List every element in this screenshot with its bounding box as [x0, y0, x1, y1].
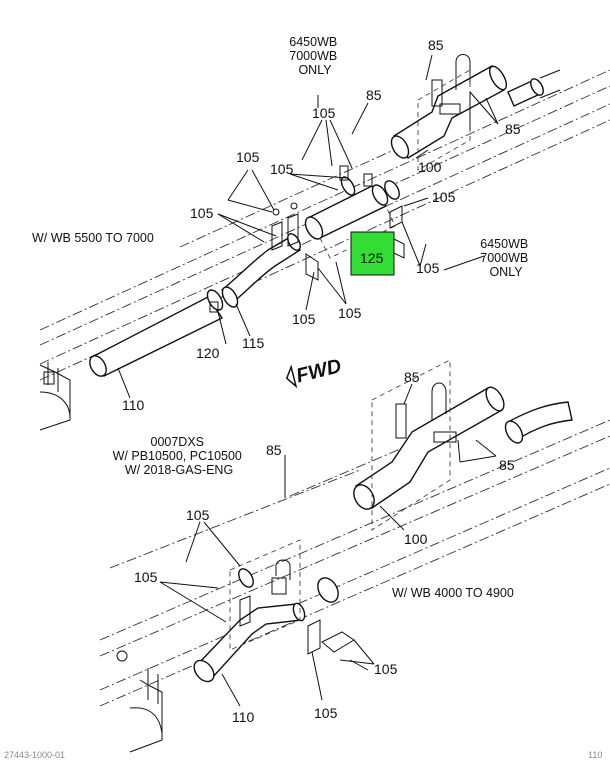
lower-model-note: 0007DXS W/ PB10500, PC10500 W/ 2018-GAS-… — [113, 435, 246, 477]
lower-callout-105-a[interactable]: 105 — [186, 507, 210, 523]
lower-leader-lines — [159, 383, 497, 707]
lower-model-line1: 0007DXS — [151, 435, 205, 449]
lower-assembly: 0007DXS W/ PB10500, PC10500 W/ 2018-GAS-… — [99, 359, 610, 753]
lower-callout-110[interactable]: 110 — [232, 709, 255, 725]
upper-callout-125[interactable]: 125 — [360, 250, 384, 266]
upper-assembly: W/ WB 5500 TO 7000 6450WB 7000WB ONLY 64… — [32, 35, 610, 431]
lower-model-line3: W/ 2018-GAS-ENG — [125, 463, 233, 477]
lower-pipe-100 — [353, 359, 505, 531]
forward-arrow-icon — [285, 364, 298, 389]
upper-callout-85-right[interactable]: 85 — [505, 121, 521, 137]
upper-callout-85-mid[interactable]: 85 — [366, 87, 382, 103]
lower-tail-connector — [504, 401, 573, 444]
upper-callout-105-c[interactable]: 105 — [270, 161, 294, 177]
upper-callout-115[interactable]: 115 — [242, 335, 265, 351]
upper-wb-note: W/ WB 5500 TO 7000 — [32, 231, 154, 245]
forward-indicator: FWD — [285, 355, 344, 389]
upper-callout-110[interactable]: 110 — [122, 397, 145, 413]
upper-6450-right-line3: ONLY — [489, 265, 523, 279]
upper-6450-top-line3: ONLY — [298, 63, 332, 77]
lower-callout-85-left[interactable]: 85 — [266, 442, 282, 458]
lower-callout-85-top[interactable]: 85 — [404, 369, 420, 385]
upper-hangers-left — [271, 202, 319, 281]
upper-callout-100[interactable]: 100 — [418, 159, 442, 175]
upper-callout-120[interactable]: 120 — [196, 345, 220, 361]
lower-wb-note: W/ WB 4000 TO 4900 — [392, 586, 514, 600]
lower-callout-105-d[interactable]: 105 — [314, 705, 338, 721]
upper-callout-105-a[interactable]: 105 — [312, 105, 336, 121]
tailpipe-110 — [89, 296, 224, 377]
lower-tailpipe-110 — [193, 602, 306, 683]
upper-6450-note-top: 6450WB 7000WB ONLY — [289, 35, 340, 77]
lower-callout-105-b[interactable]: 105 — [134, 569, 158, 585]
fwd-label: FWD — [294, 355, 344, 387]
callout-125-highlight[interactable] — [350, 231, 395, 276]
upper-tail-connector — [507, 69, 561, 107]
lower-model-line2: W/ PB10500, PC10500 — [113, 449, 242, 463]
upper-callout-105-h[interactable]: 105 — [338, 305, 362, 321]
lower-crossmember — [116, 650, 163, 753]
upper-clamps-mid — [339, 165, 405, 259]
upper-callout-105-d[interactable]: 105 — [190, 205, 214, 221]
footer-page-number: 110 — [588, 750, 602, 760]
lower-clamps — [229, 539, 355, 655]
pipe-115 — [221, 233, 301, 308]
upper-callout-105-g[interactable]: 105 — [292, 311, 316, 327]
upper-callout-105-b[interactable]: 105 — [236, 149, 260, 165]
lower-callout-85-right[interactable]: 85 — [499, 457, 515, 473]
upper-callout-105-f[interactable]: 105 — [416, 260, 440, 276]
lower-callout-105-c[interactable]: 105 — [374, 661, 398, 677]
pipe-125 — [304, 184, 396, 259]
upper-crossmember — [39, 362, 71, 431]
upper-6450-top-line2: 7000WB — [289, 49, 337, 63]
upper-callout-105-e[interactable]: 105 — [432, 189, 456, 205]
pipe-100-upper — [390, 54, 508, 171]
upper-callout-85-top[interactable]: 85 — [428, 37, 444, 53]
upper-6450-top-line1: 6450WB — [289, 35, 337, 49]
upper-6450-note-right: 6450WB 7000WB ONLY — [480, 237, 531, 279]
lower-callout-100[interactable]: 100 — [404, 531, 428, 547]
upper-6450-right-line2: 7000WB — [480, 251, 528, 265]
upper-leader-lines — [117, 54, 499, 399]
clamp-120 — [206, 289, 224, 313]
upper-6450-right-line1: 6450WB — [480, 237, 528, 251]
footer-figure-id: 27443-1000-01 — [4, 750, 65, 760]
